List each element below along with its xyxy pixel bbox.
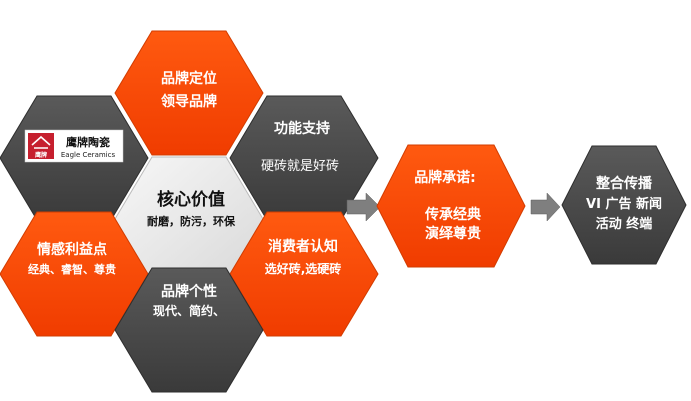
hex-functional-support: 功能支持 硬砖就是好砖 <box>229 95 379 221</box>
logo-brand-cn: 鹰牌陶瓷 <box>66 135 110 149</box>
logo-brand-en: Eagle Ceramics <box>61 151 116 159</box>
hex-consumer-perception: 消费者认知 选好砖,选硬砖 <box>229 211 379 337</box>
hex-shape <box>114 30 264 156</box>
hex-label-title: 消费者认知 <box>268 238 338 255</box>
logo-mark-text: 鹰牌 <box>35 151 47 159</box>
eagle-ceramics-logo: 鹰牌 鹰牌陶瓷 Eagle Ceramics <box>24 129 124 163</box>
hex-brand-personality: 品牌个性 现代、简约、 <box>114 267 264 393</box>
hex-label-title: 情感利益点 <box>37 241 107 258</box>
hex-label-title: 品牌承诺: <box>414 169 476 186</box>
hex-core-value: 核心价值 耐磨，防污，环保 <box>114 156 264 282</box>
hex-label-subtitle: 领导品牌 <box>161 93 217 110</box>
hex-shape <box>114 267 264 393</box>
hex-label-title: 品牌个性 <box>161 283 217 300</box>
hex-shape <box>561 145 687 265</box>
hex-logo: 鹰牌 鹰牌陶瓷 Eagle Ceramics <box>0 95 149 221</box>
hex-label-line2: VI 广告 新闻 <box>586 196 662 212</box>
hex-shape <box>0 211 149 337</box>
hex-shape <box>376 144 526 268</box>
arrow-right-icon <box>530 192 561 222</box>
hex-label-subtitle: 耐磨，防污，环保 <box>147 214 236 228</box>
hex-label-title: 品牌定位 <box>161 70 217 87</box>
hex-label-subtitle: 经典、睿智、尊贵 <box>28 262 116 276</box>
hex-label-subtitle: 现代、简约、 <box>153 303 225 318</box>
hex-label-line2: 传承经典 <box>424 206 481 223</box>
hex-integrated-communication: 整合传播 VI 广告 新闻 活动 终端 <box>561 145 687 265</box>
hex-brand-positioning: 品牌定位 领导品牌 <box>114 30 264 156</box>
arrow-right-icon <box>346 192 381 222</box>
hex-emotional-benefit: 情感利益点 经典、睿智、尊贵 <box>0 211 149 337</box>
hex-label-title: 功能支持 <box>274 120 330 137</box>
hex-label-line3: 活动 终端 <box>596 216 653 232</box>
hex-brand-promise: 品牌承诺: 传承经典 演绎尊贵 <box>376 144 526 268</box>
hex-label-subtitle: 选好砖,选硬砖 <box>265 261 342 276</box>
hex-label-title: 整合传播 <box>595 175 653 192</box>
hex-label-title: 核心价值 <box>157 189 225 210</box>
hex-label-subtitle: 硬砖就是好砖 <box>261 159 339 174</box>
hex-label-line3: 演绎尊贵 <box>425 225 481 242</box>
